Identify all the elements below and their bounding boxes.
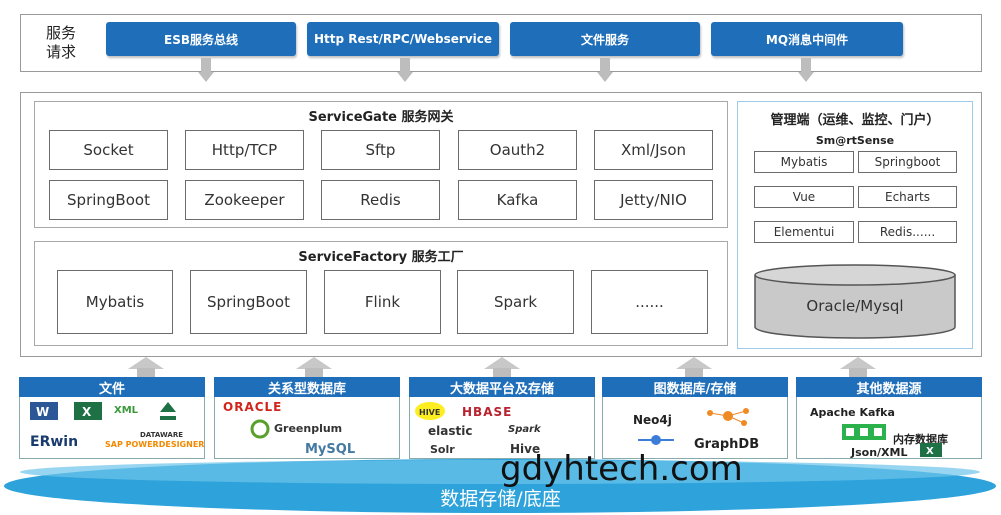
mysql-logo: MySQL [305,442,356,457]
arrow-stem [137,368,155,377]
factory-item-mybatis: Mybatis [57,270,173,334]
word-icon: W [30,402,58,420]
gate-item-http-tcp: Http/TCP [185,130,304,170]
up-arrow-icon [840,357,876,369]
arrow-stem [849,368,867,377]
watermark: gdyhtech.com [500,449,743,489]
gate-item-oauth2: Oauth2 [458,130,577,170]
gate-item-sftp: Sftp [321,130,440,170]
service-gate-title: ServiceGate 服务网关 [308,110,454,125]
graph-node-icon [638,435,674,445]
erwin-logo: ERwin [30,434,79,450]
management-title: 管理端（运维、监控、门户） [770,113,940,128]
neo4j-logo: Neo4j [633,413,672,427]
gate-item-redis: Redis [321,180,440,220]
data-source-bigdata-title: 大数据平台及存储 [409,377,595,397]
xml-logo: XML [114,405,139,416]
mgmt-item-redis: Redis...... [858,221,957,243]
greenplum-logo: Greenplum [274,422,343,435]
service-request-label: 服务 请求 [46,24,77,61]
arrow-stem [400,58,410,72]
data-source-relational-title: 关系型数据库 [214,377,400,397]
svg-text:X: X [926,446,934,457]
up-arrow-icon [676,357,712,369]
mq-button[interactable]: MQ消息中间件 [711,22,903,56]
memory-db-icon [842,424,886,440]
sap-powerdesigner-logo: SAP POWERDESIGNER [105,440,205,449]
graphdb-logo: GraphDB [694,437,760,452]
arrow-stem [305,368,323,377]
data-source-files-title: 文件 [19,377,205,397]
oracle-logo: ORACLE [223,400,283,414]
gate-item-kafka: Kafka [458,180,577,220]
database-cylinder [754,264,956,339]
factory-item-more: ...... [591,270,708,334]
svg-text:HIVE: HIVE [419,408,440,417]
esb-button[interactable]: ESB服务总线 [106,22,296,56]
gate-item-zookeeper: Zookeeper [185,180,304,220]
gate-item-socket: Socket [49,130,168,170]
down-arrow-icon [798,72,814,82]
arrow-stem [801,58,811,72]
excel-icon: X [74,402,102,420]
service-factory-title: ServiceFactory 服务工厂 [298,250,464,265]
spark-logo: Spark [508,424,541,435]
mgmt-item-vue: Vue [754,186,854,208]
hive-icon: HIVE [415,402,445,420]
arrow-stem [600,58,610,72]
factory-item-flink: Flink [324,270,441,334]
json-xml-label: Json/XML [851,446,908,459]
dataware-logo: DATAWARE [140,431,184,439]
solr-logo: Solr [430,443,455,456]
hive2-logo: Hive [510,442,541,456]
arrow-stem [201,58,211,72]
svg-text:X: X [82,405,92,419]
excel-small-icon: X [920,443,942,457]
base-label: 数据存储/底座 [440,488,561,510]
database-label: Oracle/Mysql [806,297,904,315]
up-arrow-icon [128,357,164,369]
mgmt-item-springboot: Springboot [858,151,957,173]
mgmt-item-mybatis: Mybatis [754,151,854,173]
data-source-graph-title: 图数据库/存储 [602,377,788,397]
data-base-platform [4,459,996,513]
mgmt-item-echarts: Echarts [858,186,957,208]
graph-network-icon [707,408,749,426]
file-service-button[interactable]: 文件服务 [510,22,700,56]
memory-db-label: 内存数据库 [893,433,948,446]
gate-item-jetty: Jetty/NIO [594,180,713,220]
arrow-stem [493,368,511,377]
svg-text:W: W [36,405,49,419]
kafka-logo: Apache Kafka [810,406,895,419]
factory-item-springboot: SpringBoot [190,270,307,334]
arrow-stem [685,368,703,377]
up-arrow-icon [484,357,520,369]
data-source-other-title: 其他数据源 [796,377,982,397]
elastic-logo: elastic [428,424,473,438]
gate-item-springboot: SpringBoot [49,180,168,220]
http-rest-button[interactable]: Http Rest/RPC/Webservice [307,22,499,56]
greenplum-icon [250,419,270,439]
upload-icon [160,402,176,420]
factory-item-spark: Spark [457,270,574,334]
down-arrow-icon [397,72,413,82]
management-subtitle: Sm@rtSense [815,134,895,147]
mgmt-item-elementui: Elementui [754,221,854,243]
down-arrow-icon [198,72,214,82]
hbase-logo: HBASE [462,405,513,419]
gate-item-xml-json: Xml/Json [594,130,713,170]
down-arrow-icon [597,72,613,82]
up-arrow-icon [296,357,332,369]
